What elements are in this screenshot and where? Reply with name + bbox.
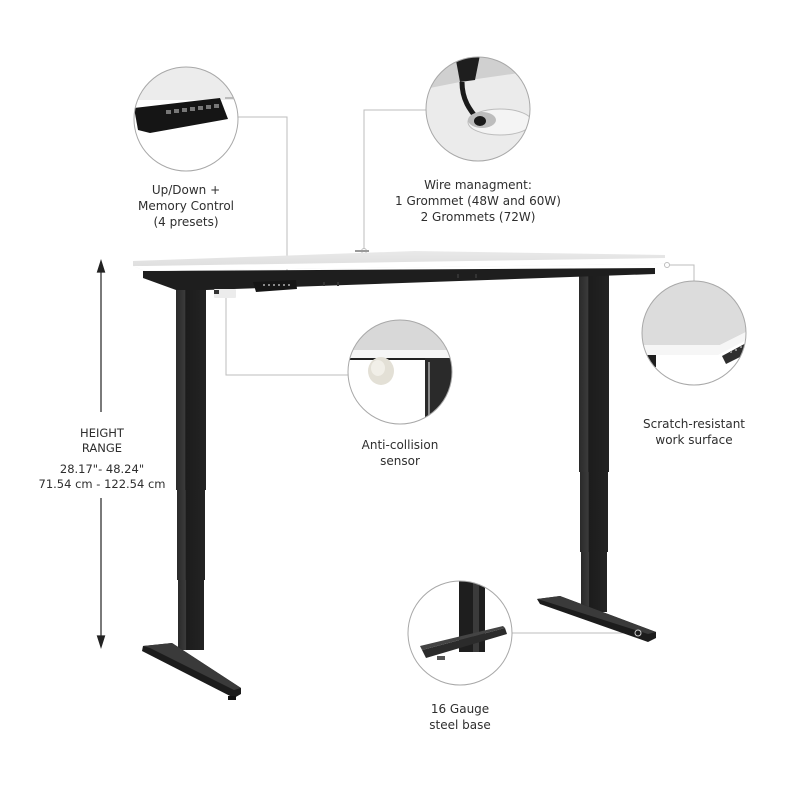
steel-base-line-1: 16 Gauge xyxy=(430,702,490,716)
left-leg xyxy=(142,282,241,700)
steel-base-line-2: steel base xyxy=(429,718,491,732)
callout-circle-wire-management xyxy=(425,56,531,162)
anti-collision-label: Anti-collision sensor xyxy=(340,437,460,469)
memory-control-line-3: (4 presets) xyxy=(153,215,219,229)
desk-frame xyxy=(143,268,655,298)
height-range-arrow-icon xyxy=(96,259,106,649)
callout-circle-anti-collision xyxy=(347,319,453,425)
height-range-title-1: HEIGHT xyxy=(80,426,124,440)
height-range-title-2: RANGE xyxy=(81,441,123,455)
work-surface-line-1: Scratch-resistant xyxy=(643,417,745,431)
work-surface-line-2: work surface xyxy=(655,433,733,447)
memory-control-line-1: Up/Down + xyxy=(151,183,221,197)
wire-management-line-1: Wire managment: xyxy=(424,178,532,192)
height-range-imperial: 28.17"- 48.24" xyxy=(59,462,145,476)
height-range-label: HEIGHT RANGE 28.17"- 48.24" 71.54 cm - 1… xyxy=(34,426,170,492)
memory-control-line-2: Memory Control xyxy=(138,199,234,213)
wire-management-line-2: 1 Grommet (48W and 60W) xyxy=(395,194,561,208)
height-range-metric: 71.54 cm - 122.54 cm xyxy=(38,477,166,491)
work-surface-label: Scratch-resistant work surface xyxy=(634,416,754,448)
steel-base-label: 16 Gauge steel base xyxy=(400,701,520,733)
keypad-control-icon xyxy=(253,274,477,292)
anti-collision-line-2: sensor xyxy=(380,454,420,468)
anti-collision-line-1: Anti-collision xyxy=(361,438,439,452)
wire-management-line-3: 2 Grommets (72W) xyxy=(420,210,536,224)
desktop-surface xyxy=(133,250,665,271)
memory-control-label: Up/Down + Memory Control (4 presets) xyxy=(120,182,252,230)
callout-circle-work-surface xyxy=(641,280,747,386)
callout-circle-steel-base xyxy=(407,580,513,686)
wire-management-label: Wire managment: 1 Grommet (48W and 60W) … xyxy=(388,177,568,225)
callout-circle-memory-control xyxy=(133,66,239,172)
right-leg xyxy=(537,272,656,642)
